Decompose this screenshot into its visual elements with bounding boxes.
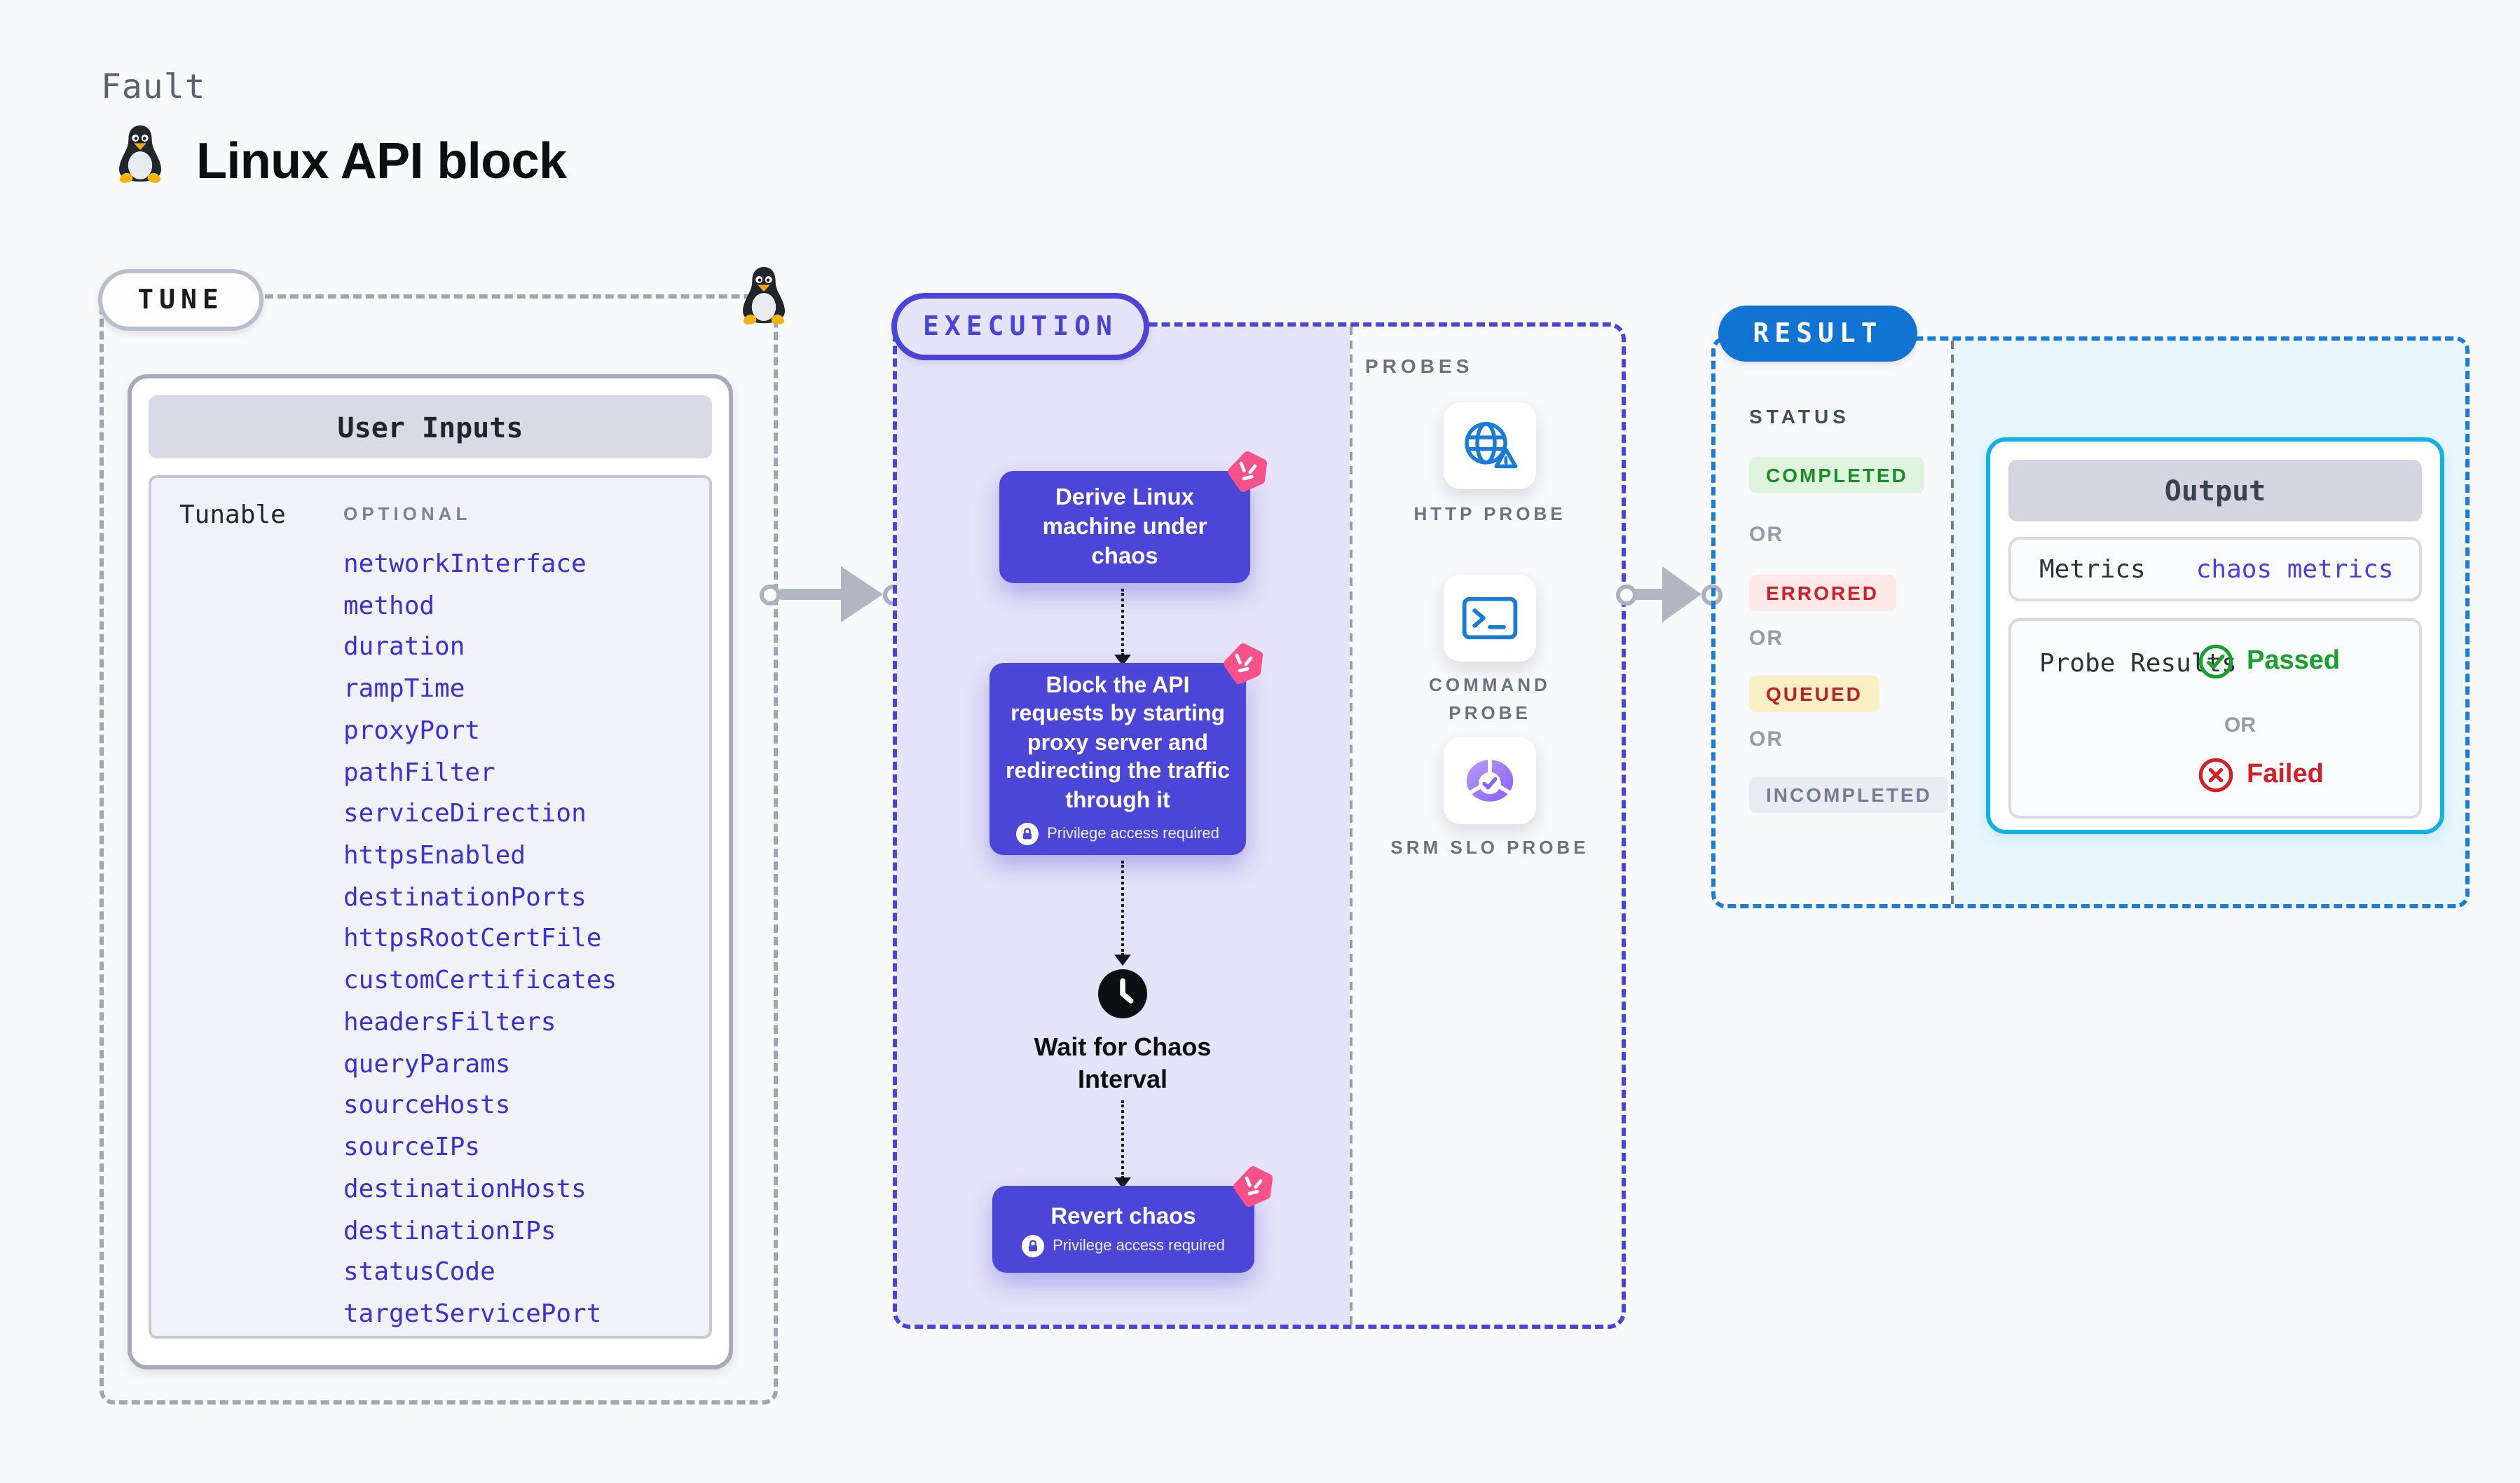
status-or-label: OR — [1749, 727, 1783, 751]
status-badge-completed: COMPLETED — [1749, 457, 1925, 493]
linux-tux-corner-icon — [743, 267, 785, 324]
step-derive-machine: Derive Linux machine under chaos — [999, 471, 1250, 583]
parameter: headersFilters — [343, 1007, 556, 1037]
metrics-label: Metrics — [2039, 554, 2146, 584]
http-probe-label: HTTP PROBE — [1413, 503, 1566, 524]
privilege-badge: Privilege access required — [1022, 1234, 1225, 1257]
passed-label: Passed — [2247, 646, 2341, 676]
output-card-header: Output — [2008, 460, 2422, 521]
chaos-shuriken-icon — [1221, 642, 1266, 687]
check-circle-icon — [2198, 644, 2233, 679]
step-wait-interval: Wait for Chaos Interval — [1018, 966, 1228, 1096]
parameter: serviceDirection — [343, 799, 587, 829]
status-or-label: OR — [1749, 523, 1783, 547]
parameter: httpsRootCertFile — [343, 924, 602, 954]
terminal-icon — [1462, 596, 1518, 640]
tunable-row-label: Tunable — [179, 500, 286, 530]
user-inputs-header: User Inputs — [149, 395, 712, 458]
step-text: Block the API requests by starting proxy… — [1005, 674, 1231, 813]
parameter: networkInterface — [343, 549, 587, 579]
step-text: Revert chaos — [1050, 1203, 1196, 1229]
privilege-label: Privilege access required — [1053, 1237, 1225, 1254]
wait-step-text: Wait for Chaos Interval — [1034, 1033, 1212, 1093]
srm-slo-probe-label: SRM SLO PROBE — [1390, 837, 1589, 858]
result-section-pill: RESULT — [1718, 306, 1917, 362]
output-card: Output Metrics chaos metrics Probe Resul… — [1986, 437, 2444, 834]
linux-tux-icon — [119, 125, 161, 183]
parameter: httpsEnabled — [343, 841, 526, 871]
parameter: proxyPort — [343, 716, 481, 746]
status-badge-incompleted: INCOMPLETED — [1749, 777, 1949, 813]
step-text: Derive Linux machine under chaos — [1042, 484, 1207, 568]
user-inputs-card: User Inputs Tunable OPTIONAL networkInte… — [128, 374, 733, 1369]
metrics-value: chaos metrics — [2196, 554, 2394, 584]
parameter: destinationPorts — [343, 882, 587, 913]
parameter: destinationIPs — [343, 1216, 556, 1245]
flow-connector — [1114, 589, 1131, 666]
srm-slo-probe-card — [1444, 737, 1536, 824]
globe-warning-icon — [1465, 422, 1518, 469]
lock-icon — [1016, 823, 1039, 846]
lock-icon — [1022, 1234, 1045, 1257]
execution-section-boundary: PROBES Derive Linux machine under chaos … — [893, 322, 1626, 1329]
failed-label: Failed — [2247, 760, 2324, 789]
slo-gauge-icon — [1466, 757, 1514, 802]
probe-results-row: Probe Results Passed OR Failed — [2008, 618, 2422, 819]
step-revert-chaos: Revert chaos Privilege access required — [992, 1186, 1254, 1273]
tune-section-boundary — [100, 294, 778, 1405]
flow-connector — [1114, 1100, 1131, 1189]
tune-section-pill: TUNE — [98, 269, 263, 331]
chaos-shuriken-icon — [1231, 1165, 1275, 1210]
parameter: sourceHosts — [343, 1091, 511, 1121]
page-title: Linux API block — [196, 132, 567, 189]
parameter: customCertificates — [343, 966, 617, 996]
tunables-panel: Tunable OPTIONAL networkInterface method… — [149, 475, 712, 1339]
metrics-row: Metrics chaos metrics — [2008, 537, 2422, 601]
parameter: statusCode — [343, 1257, 495, 1287]
execution-section-pill: EXECUTION — [891, 293, 1149, 360]
parameter: targetServicePort — [343, 1299, 602, 1329]
clock-icon — [1098, 969, 1147, 1018]
probes-section-label: PROBES — [1365, 355, 1474, 377]
optional-column-header: OPTIONAL — [343, 503, 472, 524]
command-probe-card — [1444, 575, 1536, 662]
status-badge-queued: QUEUED — [1749, 676, 1879, 712]
probe-result-or-label: OR — [2224, 713, 2256, 737]
probe-result-passed: Passed — [2198, 643, 2340, 680]
parameter: queryParams — [343, 1049, 511, 1079]
flow-connector — [1114, 861, 1131, 966]
privilege-label: Privilege access required — [1047, 826, 1219, 843]
result-section-boundary: STATUS COMPLETED OR ERRORED OR QUEUED OR… — [1711, 336, 2470, 908]
status-or-label: OR — [1749, 627, 1783, 650]
parameter: rampTime — [343, 674, 465, 704]
privilege-badge: Privilege access required — [1016, 823, 1219, 846]
http-probe-card — [1444, 402, 1536, 489]
parameter: destinationHosts — [343, 1174, 587, 1204]
command-probe-label: COMMAND PROBE — [1429, 674, 1551, 723]
parameter: method — [343, 591, 435, 621]
parameter: sourceIPs — [343, 1133, 481, 1163]
status-badge-errored: ERRORED — [1749, 575, 1896, 611]
step-block-api: Block the API requests by starting proxy… — [989, 663, 1246, 855]
parameter: pathFilter — [343, 758, 495, 788]
probe-result-failed: Failed — [2198, 757, 2324, 793]
fault-kicker: Fault — [101, 67, 206, 107]
tunable-parameter-list: networkInterface method duration rampTim… — [343, 551, 695, 1327]
parameter: duration — [343, 632, 465, 662]
chaos-shuriken-icon — [1225, 450, 1270, 495]
execution-probes-divider — [1350, 327, 1353, 1325]
status-output-divider — [1951, 341, 1954, 904]
status-column-header: STATUS — [1749, 405, 1850, 428]
x-circle-icon — [2198, 758, 2233, 793]
